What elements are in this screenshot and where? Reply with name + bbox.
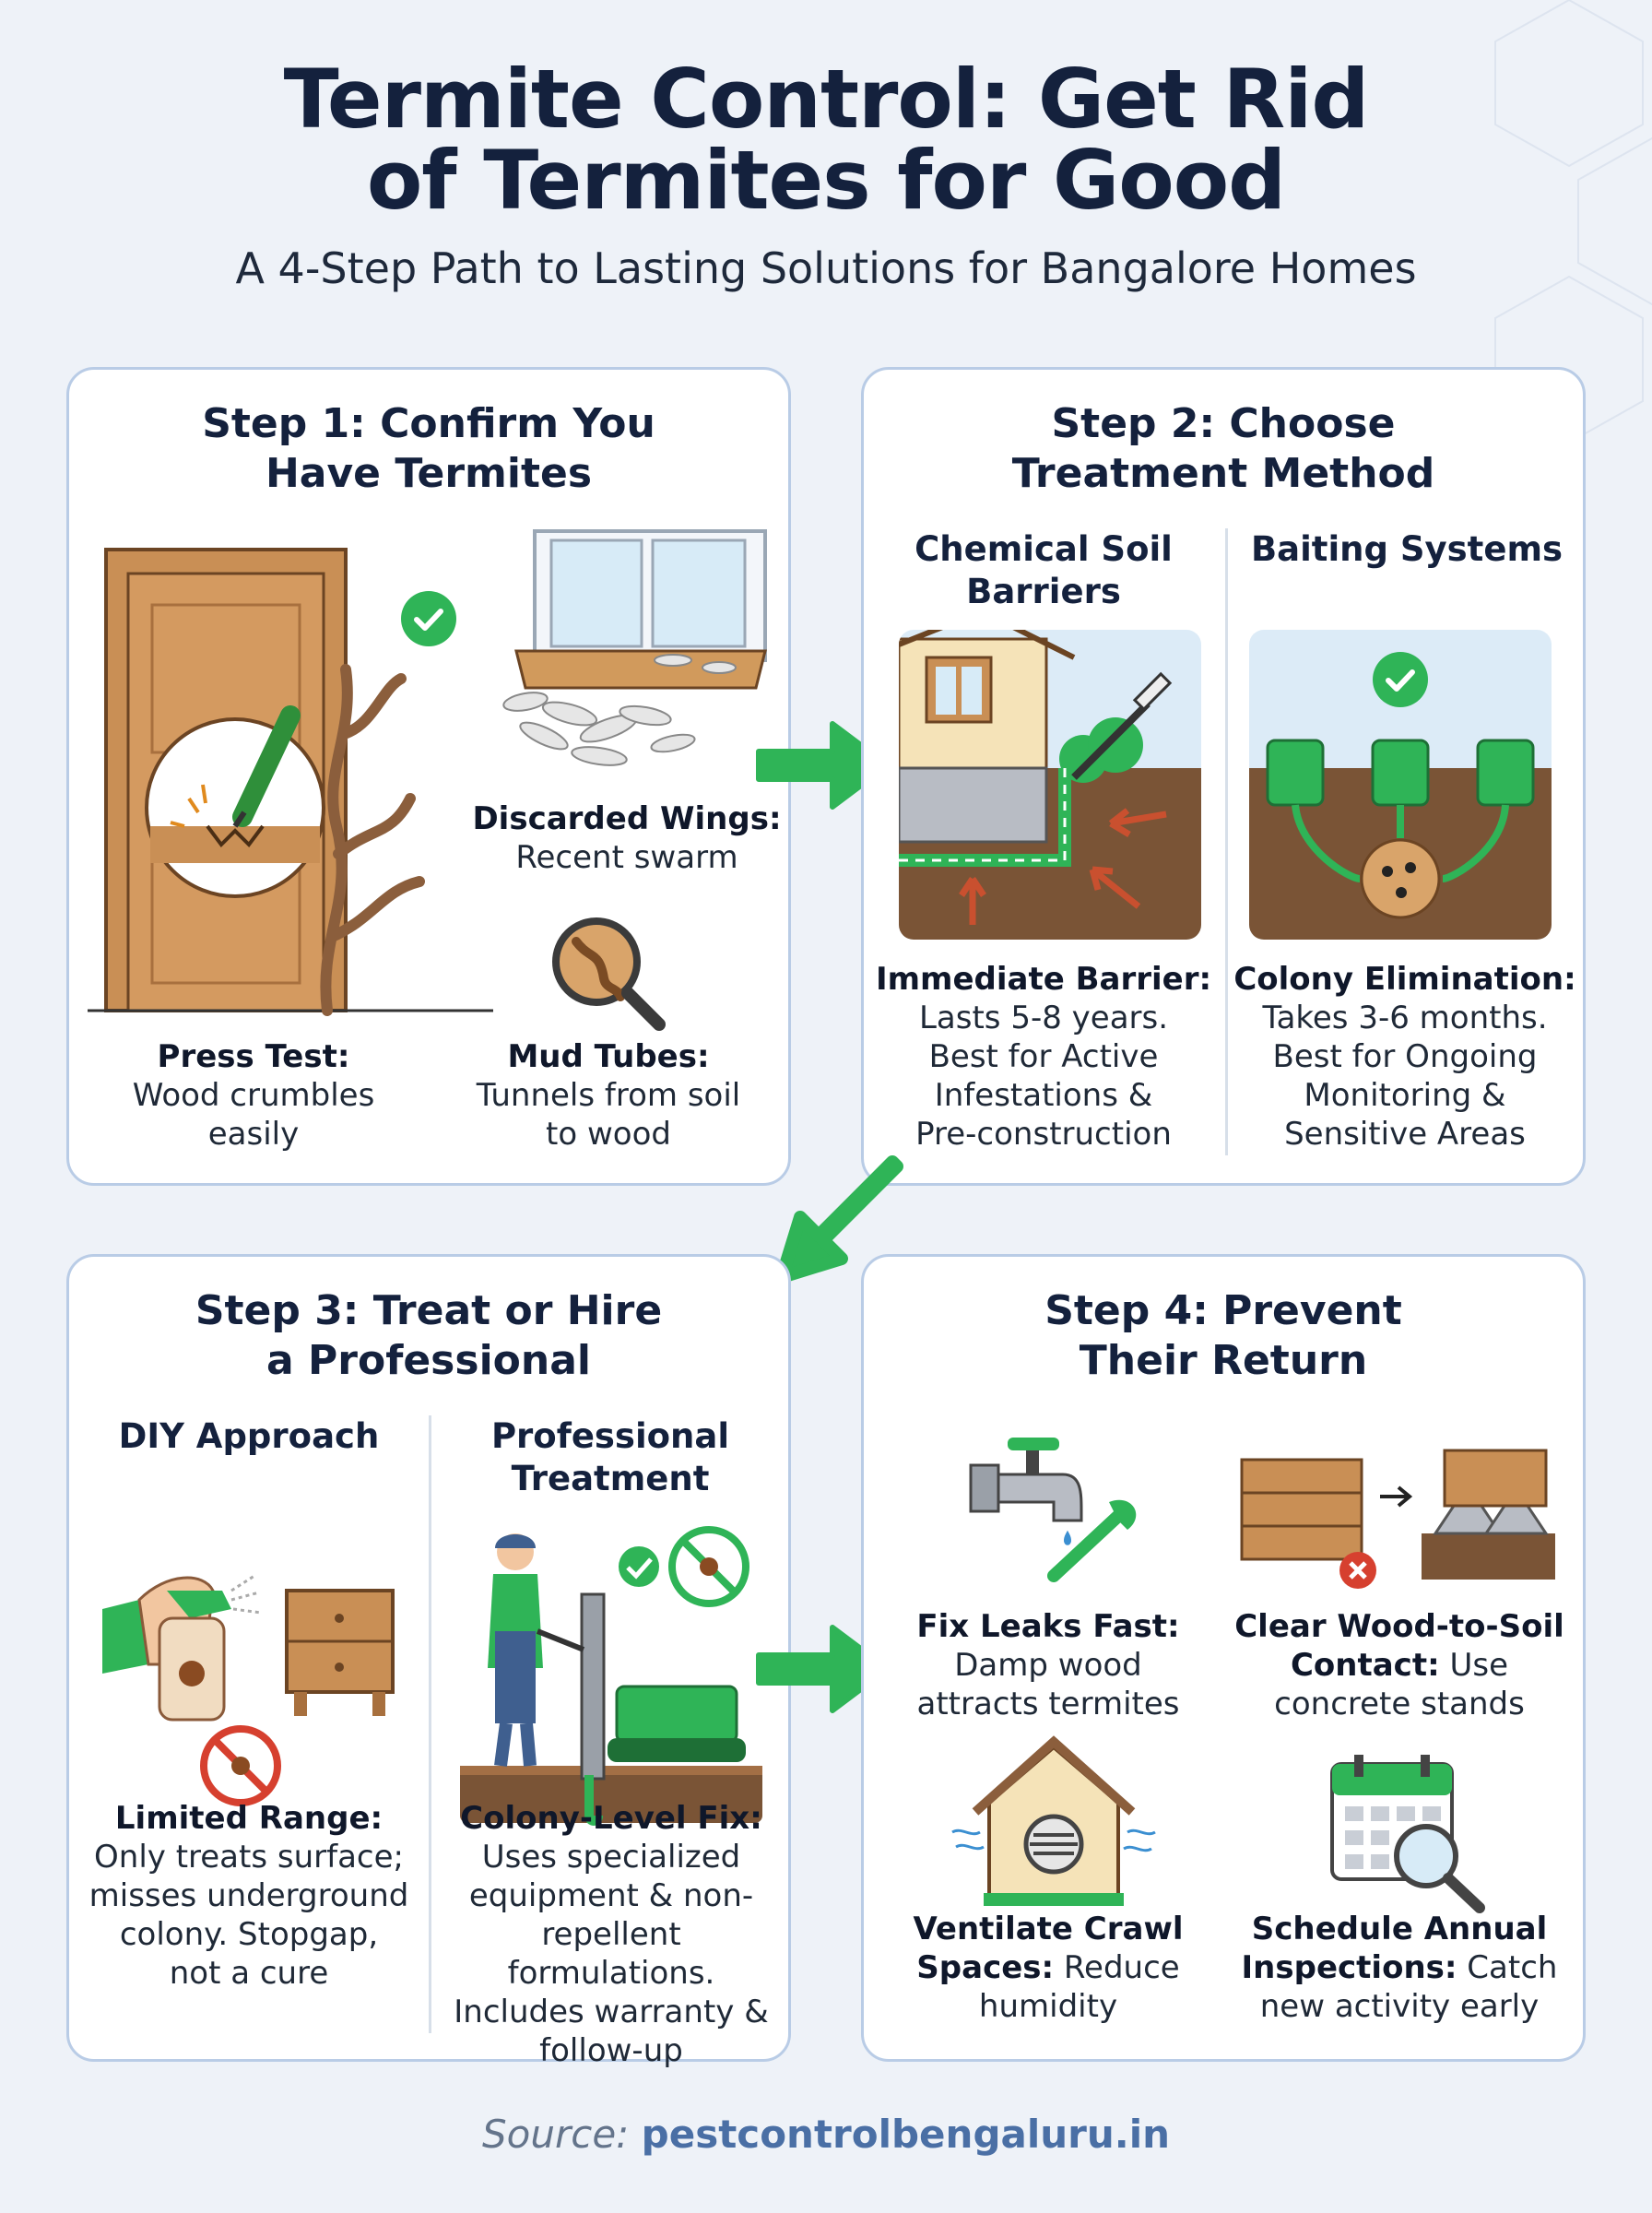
step3-title: Step 3: Treat or Hire a Professional bbox=[195, 1287, 663, 1384]
window-wings-illustration bbox=[502, 529, 767, 766]
step4-card: Step 4: Prevent Their Return Fix Leaks F… bbox=[861, 1254, 1586, 2062]
baiting-systems-heading: Baiting Systems bbox=[1250, 529, 1564, 569]
step3-card: Step 3: Treat or Hire a Professional DIY… bbox=[66, 1254, 791, 2069]
professional-technician-illustration bbox=[460, 1526, 762, 1826]
diy-approach-heading: DIY Approach bbox=[118, 1416, 380, 1456]
door-press-test-illustration bbox=[88, 548, 493, 1016]
wood-to-concrete-icon bbox=[1240, 1449, 1555, 1589]
spray-bottle-illustration bbox=[102, 1574, 395, 1806]
column-divider bbox=[429, 1415, 431, 2033]
page-title: Termite Control: Get Rid of Termites for… bbox=[283, 52, 1370, 228]
limited-range-caption: Limited Range:Only treats surface;misses… bbox=[88, 1800, 409, 1992]
calendar-magnifier-icon bbox=[1330, 1755, 1485, 1913]
ventilation-house-icon bbox=[951, 1735, 1156, 1906]
faucet-wrench-icon bbox=[969, 1438, 1137, 1582]
column-divider bbox=[1225, 528, 1228, 1155]
immediate-barrier-caption: Immediate Barrier:Lasts 5-8 years.Best f… bbox=[875, 961, 1212, 1153]
arrow-down-left-icon bbox=[775, 1155, 903, 1284]
step1-card: Step 1: Confirm You Have Termites bbox=[66, 367, 791, 1186]
magnifier-icon bbox=[552, 917, 666, 1031]
check-icon bbox=[401, 591, 456, 646]
chemical-barrier-illustration bbox=[899, 630, 1201, 940]
step4-title: Step 4: Prevent Their Return bbox=[1044, 1287, 1402, 1384]
arrow-right-icon bbox=[756, 721, 891, 810]
step1-title: Step 1: Confirm You Have Termites bbox=[202, 400, 655, 497]
page-subtitle: A 4-Step Path to Lasting Solutions for B… bbox=[235, 243, 1417, 293]
source-link[interactable]: pestcontrolbengaluru.in bbox=[641, 2112, 1171, 2157]
wings-caption: Discarded Wings:Recent swarm bbox=[472, 800, 782, 876]
step2-title: Step 2: Choose Treatment Method bbox=[1011, 400, 1435, 497]
check-icon bbox=[1373, 652, 1428, 707]
step2-card: Step 2: Choose Treatment Method Chemical… bbox=[861, 367, 1586, 1186]
arrow-right-icon bbox=[756, 1625, 891, 1713]
colony-elimination-caption: Colony Elimination:Takes 3-6 months.Best… bbox=[1233, 961, 1576, 1153]
source-footer: Source: pestcontrolbengaluru.in bbox=[481, 2112, 1171, 2157]
